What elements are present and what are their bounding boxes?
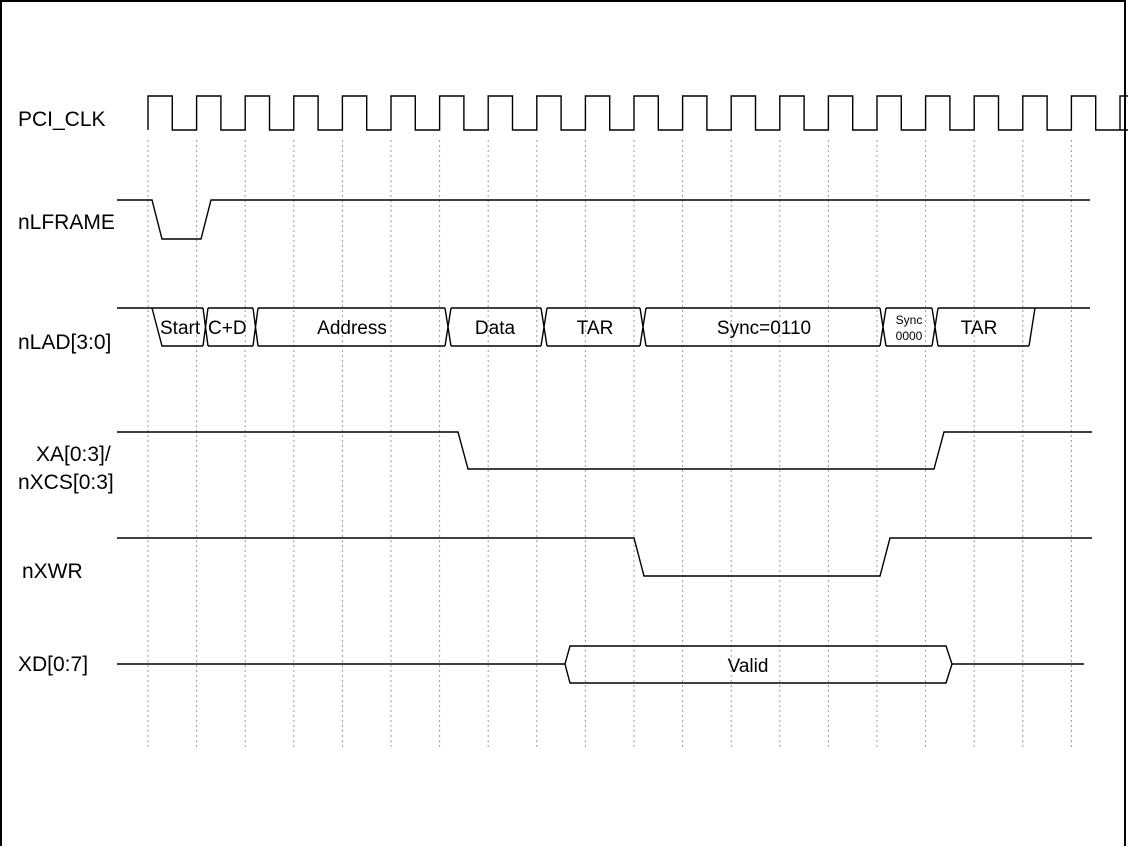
nlad-cd-label: C+D [208,318,247,339]
nlad-bus [117,307,1090,347]
nxwr-waveform [117,537,1092,577]
nlad-sync0000-label-line1: Sync [896,313,923,327]
label-nxwr: nXWR [22,560,83,583]
label-nxcs: nXCS[0:3] [18,471,114,494]
nlad-sync-label: Sync=0110 [717,318,811,339]
label-nlad: nLAD[3:0] [18,331,111,354]
xa-nxcs-waveform [117,431,1092,470]
label-xa: XA[0:3]/ [36,443,111,466]
pci-clk-waveform [147,95,1128,131]
nlframe-waveform [117,199,1090,240]
nlad-tar2-label: TAR [961,318,998,339]
label-nlframe: nLFRAME [18,211,115,234]
nlad-start-label: Start [160,318,201,339]
nlad-data-label: Data [475,318,516,339]
xd-bus [117,645,1084,684]
label-pci-clk: PCI_CLK [18,108,106,131]
nlad-tar1-label: TAR [577,318,614,339]
nlad-address-label: Address [317,318,387,339]
clock-grid [147,140,1072,748]
label-xd: XD[0:7] [18,653,88,676]
nlad-sync0000-label-line2: 0000 [896,329,923,343]
xd-valid-label: Valid [728,656,769,677]
